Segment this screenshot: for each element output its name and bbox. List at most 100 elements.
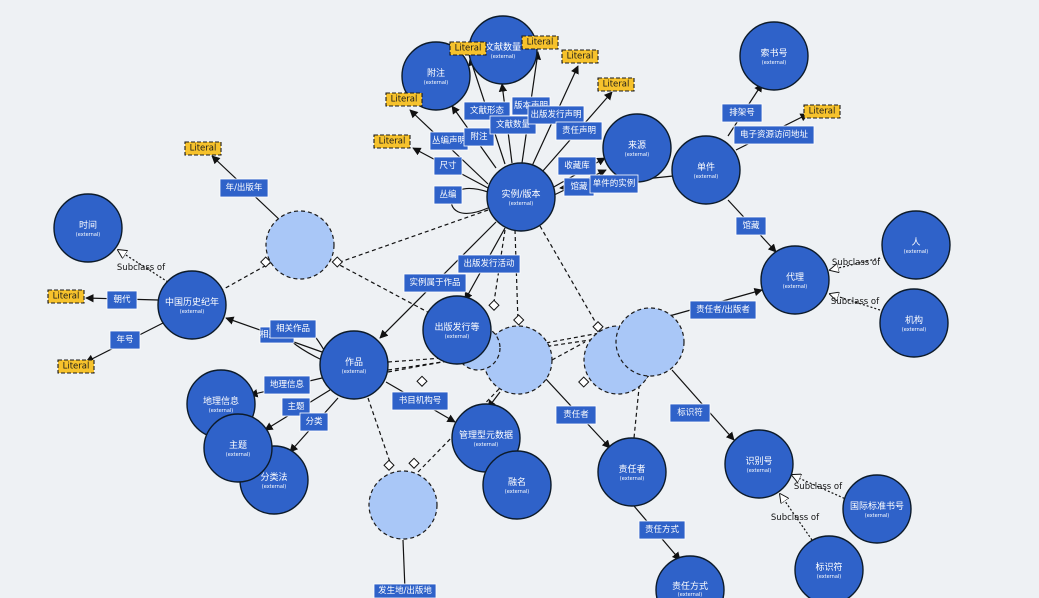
svg-text:识别号: 识别号 bbox=[745, 456, 772, 467]
svg-text:收藏库: 收藏库 bbox=[564, 160, 590, 171]
svg-text:责任声明: 责任声明 bbox=[562, 125, 596, 136]
prop-shilishuyuzuopin[interactable]: 实例属于作品 bbox=[403, 273, 467, 293]
node-rongming[interactable]: 融名(external) bbox=[482, 450, 552, 520]
prop-zerenshengming[interactable]: 责任声明 bbox=[555, 121, 603, 141]
node-danjian[interactable]: 单件(external) bbox=[671, 135, 741, 205]
prop-chubanfaxinghuodong[interactable]: 出版发行活动 bbox=[457, 254, 521, 274]
diamond-7 bbox=[383, 459, 395, 471]
prop-danjiandeshili[interactable]: 单件的实例 bbox=[589, 174, 639, 194]
prop-biaoshifu[interactable]: 标识符 bbox=[669, 403, 711, 423]
svg-text:(external): (external) bbox=[694, 174, 719, 180]
edge-shibiefu-shibiehao bbox=[780, 494, 813, 541]
prop-fenlei[interactable]: 分类 bbox=[299, 412, 329, 432]
edge-zuopin-anonC bbox=[367, 397, 393, 469]
svg-text:(external): (external) bbox=[209, 408, 234, 414]
svg-text:相关作品: 相关作品 bbox=[276, 323, 310, 334]
prop-fashengdi[interactable]: 发生地/出版地 bbox=[373, 583, 437, 598]
literal-2[interactable]: Literal bbox=[47, 289, 85, 304]
diamond-5 bbox=[592, 321, 604, 333]
prop-chaodai[interactable]: 朝代 bbox=[106, 290, 138, 310]
prop-congbian[interactable]: 丛编 bbox=[433, 185, 463, 205]
svg-text:(external): (external) bbox=[342, 369, 367, 375]
node-shibiehao[interactable]: 识别号(external) bbox=[724, 429, 794, 499]
svg-text:文献数量: 文献数量 bbox=[485, 41, 521, 53]
anon-class-a bbox=[265, 210, 335, 280]
prop-zerenzhe1[interactable]: 责任者 bbox=[555, 405, 597, 425]
prop-nianhao[interactable]: 年号 bbox=[109, 330, 141, 350]
node-laiyuan[interactable]: 来源(external) bbox=[602, 113, 672, 183]
prop-chicun[interactable]: 尺寸 bbox=[433, 156, 463, 176]
svg-text:(external): (external) bbox=[76, 232, 101, 238]
svg-text:代理: 代理 bbox=[786, 272, 804, 283]
prop-shimujigouhao[interactable]: 书目机构号 bbox=[391, 391, 449, 411]
svg-text:(external): (external) bbox=[904, 249, 929, 255]
prop-pajiahao[interactable]: 排架号 bbox=[721, 103, 763, 123]
literal-8[interactable]: Literal bbox=[561, 49, 599, 64]
literal-3[interactable]: Literal bbox=[57, 359, 95, 374]
anon-class-c bbox=[368, 470, 438, 540]
svg-text:Literal: Literal bbox=[190, 144, 217, 154]
diamond-6 bbox=[578, 376, 590, 388]
svg-text:文献数量: 文献数量 bbox=[496, 119, 531, 130]
svg-text:Literal: Literal bbox=[53, 292, 80, 302]
prop-zerenfangshi[interactable]: 责任方式 bbox=[638, 520, 686, 540]
literal-9[interactable]: Literal bbox=[597, 77, 635, 92]
prop-wenxianxingtai[interactable]: 文献形态 bbox=[463, 101, 511, 121]
prop-guancang[interactable]: 馆藏 bbox=[735, 216, 767, 236]
literal-5[interactable]: Literal bbox=[385, 92, 423, 107]
node-zhuti[interactable]: 主题(external) bbox=[203, 413, 273, 483]
node-jigou[interactable]: 机构(external) bbox=[879, 288, 949, 358]
svg-text:(external): (external) bbox=[625, 152, 650, 158]
svg-text:Literal: Literal bbox=[603, 80, 630, 90]
prop-shouzangku[interactable]: 收藏库 bbox=[557, 156, 597, 176]
svg-text:(external): (external) bbox=[226, 452, 251, 458]
edge-ren-daili bbox=[830, 257, 881, 270]
literal-4[interactable]: Literal bbox=[373, 134, 411, 149]
svg-text:(external): (external) bbox=[747, 468, 772, 474]
svg-text:(external): (external) bbox=[865, 513, 890, 519]
svg-text:人: 人 bbox=[911, 237, 920, 248]
prop-xiangguanzuopin[interactable]: 相关作品 bbox=[269, 319, 317, 339]
prop-congbianshengming[interactable]: 丛编声明 bbox=[429, 131, 469, 151]
diamond-1 bbox=[260, 256, 272, 268]
svg-text:融名: 融名 bbox=[508, 476, 526, 488]
literal-1[interactable]: Literal bbox=[184, 141, 222, 156]
node-shili[interactable]: 实例/版本(external) bbox=[486, 162, 556, 232]
literal-7[interactable]: Literal bbox=[521, 35, 559, 50]
subclass-label-ren: Subclass of bbox=[832, 258, 881, 268]
prop-zhuti[interactable]: 主题 bbox=[281, 397, 311, 417]
node-zuopin[interactable]: 作品(external) bbox=[319, 330, 389, 400]
svg-text:主题: 主题 bbox=[287, 401, 305, 412]
literals: Literal Literal Literal Literal Literal … bbox=[47, 35, 841, 374]
node-guojibiaozhun[interactable]: 国际标准书号(external) bbox=[842, 474, 912, 544]
prop-wenxianshuliang[interactable]: 文献数量 bbox=[489, 115, 537, 135]
svg-text:(external): (external) bbox=[180, 309, 205, 315]
edge-anonA-zhongguo bbox=[221, 261, 273, 291]
prop-guancang2[interactable]: 馆藏 bbox=[563, 177, 595, 197]
node-zerenzhe[interactable]: 责任者(external) bbox=[597, 437, 667, 507]
svg-text:附注: 附注 bbox=[470, 131, 488, 142]
svg-text:出版发行活动: 出版发行活动 bbox=[463, 258, 515, 269]
prop-zerenzhe-chubanzhe[interactable]: 责任者/出版者 bbox=[689, 300, 757, 320]
node-shijian[interactable]: 时间(external) bbox=[53, 193, 123, 263]
prop-fuzhu[interactable]: 附注 bbox=[463, 127, 495, 147]
svg-text:标识符: 标识符 bbox=[815, 561, 842, 573]
node-ren[interactable]: 人(external) bbox=[881, 210, 951, 280]
node-suoshuhao[interactable]: 索书号(external) bbox=[739, 21, 809, 91]
svg-text:Literal: Literal bbox=[391, 95, 418, 105]
node-chubanfaxingdeng[interactable]: 出版发行等(external) bbox=[422, 295, 492, 365]
literal-6[interactable]: Literal bbox=[449, 41, 487, 56]
svg-text:版本声明: 版本声明 bbox=[514, 100, 548, 111]
svg-text:地理信息: 地理信息 bbox=[203, 395, 239, 407]
prop-nian-chubannian[interactable]: 年/出版年 bbox=[219, 178, 269, 198]
prop-dianzi[interactable]: 电子资源访问地址 bbox=[733, 125, 815, 145]
node-zerenfangshi[interactable]: 责任方式(external) bbox=[655, 555, 725, 598]
node-daili[interactable]: 代理(external) bbox=[760, 245, 830, 315]
prop-chubanfaxingshengming[interactable]: 出版发行声明 bbox=[527, 105, 585, 125]
prop-dilixinxi[interactable]: 地理信息 bbox=[263, 375, 311, 395]
node-zhongguo[interactable]: 中国历史纪年(external) bbox=[157, 270, 227, 340]
svg-text:年号: 年号 bbox=[116, 334, 133, 345]
svg-text:(external): (external) bbox=[783, 284, 808, 290]
node-shibiefu[interactable]: 标识符(external) bbox=[794, 535, 864, 598]
literal-10[interactable]: Literal bbox=[803, 104, 841, 119]
